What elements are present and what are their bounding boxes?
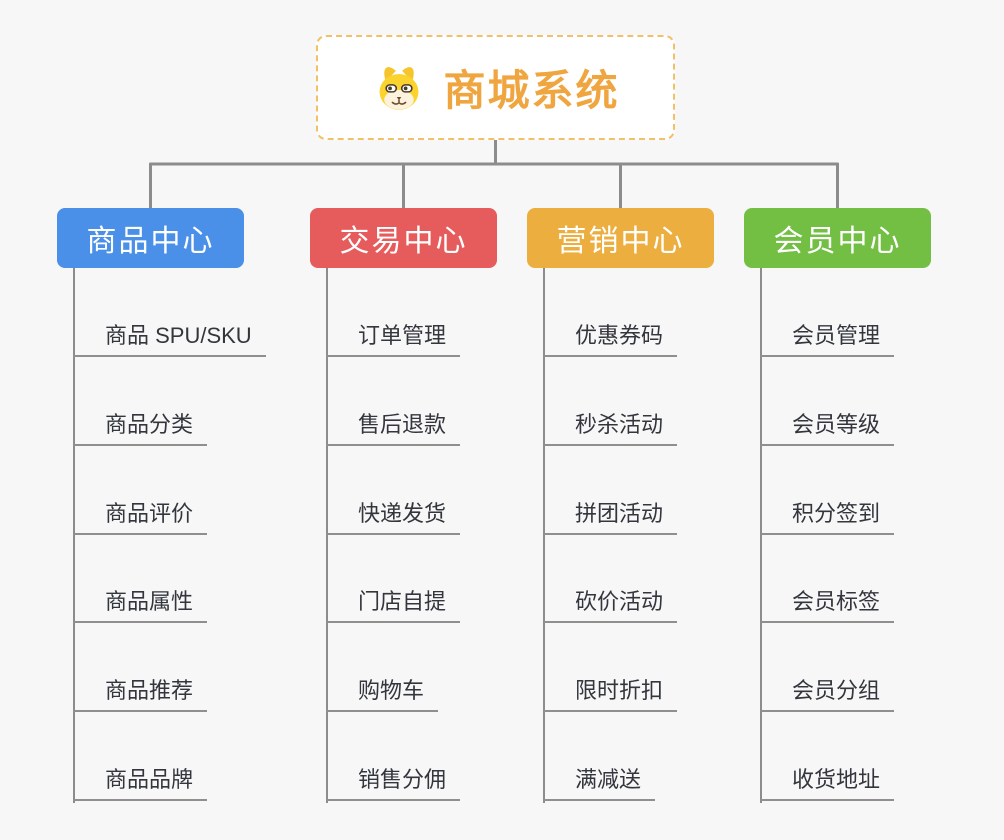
branch-column-marketing-center: 营销中心 优惠券码秒杀活动拼团活动砍价活动限时折扣满减送 [527,208,807,808]
branch-spine-line [760,268,762,803]
leaf-node-product-center-4[interactable]: 商品推荐 [73,676,208,712]
leaf-node-marketing-center-0[interactable]: 优惠券码 [543,321,678,357]
leaf-node-product-center-5[interactable]: 商品品牌 [73,765,208,801]
leaf-node-member-center-4[interactable]: 会员分组 [760,676,895,712]
branch-column-trade-center: 交易中心 订单管理售后退款快递发货门店自提购物车销售分佣 [310,208,590,808]
branch-label: 交易中心 [339,225,468,258]
leaf-node-trade-center-3[interactable]: 门店自提 [326,587,461,623]
leaf-node-member-center-3[interactable]: 会员标签 [760,587,895,623]
root-node[interactable]: 商城系统 [316,35,675,140]
leaf-node-marketing-center-4[interactable]: 限时折扣 [543,676,678,712]
leaf-node-trade-center-0[interactable]: 订单管理 [326,321,461,357]
leaf-node-marketing-center-5[interactable]: 满减送 [543,765,656,801]
branch-spine-line [73,268,75,803]
leaf-node-product-center-2[interactable]: 商品评价 [73,499,208,535]
branch-spine-line [326,268,328,803]
leaf-node-trade-center-5[interactable]: 销售分佣 [326,765,461,801]
branch-column-product-center: 商品中心 商品 SPU/SKU 商品分类商品评价商品属性商品推荐商品品牌 [57,208,337,808]
branch-node-marketing-center[interactable]: 营销中心 [527,208,714,268]
leaf-node-marketing-center-3[interactable]: 砍价活动 [543,587,678,623]
leaf-node-product-center-3[interactable]: 商品属性 [73,587,208,623]
dog-face-icon [380,66,419,110]
branch-label: 营销中心 [556,225,685,258]
leaf-node-marketing-center-2[interactable]: 拼团活动 [543,499,678,535]
branch-label: 会员中心 [773,225,902,258]
root-title: 商城系统 [443,67,620,114]
branch-column-member-center: 会员中心 会员管理会员等级积分签到会员标签会员分组收货地址 [744,208,1004,808]
leaf-node-trade-center-4[interactable]: 购物车 [326,676,439,712]
leaf-node-product-center-0[interactable]: 商品 SPU/SKU [73,321,266,357]
leaf-node-member-center-0[interactable]: 会员管理 [760,321,895,357]
branch-node-member-center[interactable]: 会员中心 [744,208,931,268]
branch-spine-line [543,268,545,803]
leaf-node-trade-center-2[interactable]: 快递发货 [326,499,461,535]
leaf-node-product-center-1[interactable]: 商品分类 [73,410,208,446]
leaf-node-member-center-1[interactable]: 会员等级 [760,410,895,446]
leaf-node-marketing-center-1[interactable]: 秒杀活动 [543,410,678,446]
branch-node-product-center[interactable]: 商品中心 [57,208,244,268]
branch-label: 商品中心 [86,225,215,258]
branch-node-trade-center[interactable]: 交易中心 [310,208,497,268]
leaf-node-member-center-2[interactable]: 积分签到 [760,499,895,535]
leaf-node-trade-center-1[interactable]: 售后退款 [326,410,461,446]
leaf-node-member-center-5[interactable]: 收货地址 [760,765,895,801]
